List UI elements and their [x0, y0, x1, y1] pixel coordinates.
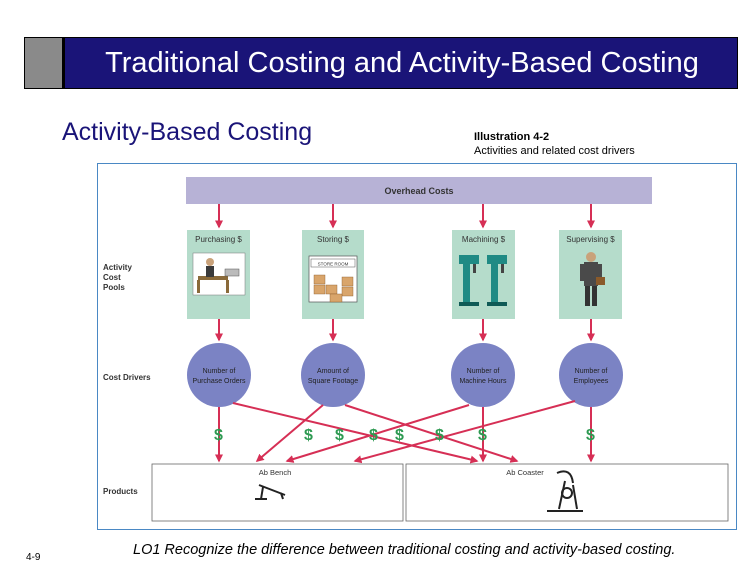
- pool-storing-label: Storing $: [317, 235, 350, 244]
- store-room-icon: STORE ROOM: [308, 255, 358, 303]
- row-label-products: Products: [103, 487, 138, 496]
- slide-subtitle: Activity-Based Costing: [62, 118, 313, 146]
- illustration-number: Illustration 4-2: [474, 131, 550, 143]
- driver-3-line-1: Number of: [467, 368, 500, 375]
- driver-2-line-1: Amount of: [317, 368, 349, 375]
- driver-machine-hours: Number of Machine Hours: [451, 343, 515, 407]
- pool-storing: Storing $ STORE ROOM: [302, 230, 364, 319]
- pool-purchasing-label: Purchasing $: [195, 235, 242, 244]
- dollar-sign: $: [335, 427, 344, 444]
- driver-square-footage: Amount of Square Footage: [301, 343, 365, 407]
- driver-2-line-2: Square Footage: [308, 378, 358, 385]
- row-label-cost-drivers: Cost Drivers: [103, 373, 151, 382]
- driver-4-line-2: Employees: [574, 378, 609, 385]
- supervisor-icon: [580, 252, 605, 306]
- product-ab-coaster-label: Ab Coaster: [506, 468, 544, 477]
- title-bar: Traditional Costing and Activity-Based C…: [24, 37, 738, 89]
- abc-diagram: Overhead Costs Activity Cost Pools Cost …: [97, 163, 737, 530]
- driver-purchase-orders: Number of Purchase Orders: [187, 343, 251, 407]
- dollar-sign: $: [395, 427, 404, 444]
- overhead-arrows: [215, 204, 595, 229]
- driver-1-line-2: Purchase Orders: [193, 378, 246, 385]
- driver-1-line-1: Number of: [203, 368, 236, 375]
- driver-3-line-2: Machine Hours: [459, 378, 507, 385]
- pool-supervising: Supervising $: [559, 230, 622, 319]
- driver-employees: Number of Employees: [559, 343, 623, 407]
- dollar-sign: $: [435, 427, 444, 444]
- row-label-activity: Activity: [103, 263, 132, 272]
- dollar-sign: $: [214, 427, 223, 444]
- overhead-costs-label: Overhead Costs: [384, 186, 453, 196]
- row-label-cost: Cost: [103, 273, 121, 282]
- purchasing-clerk-icon: [192, 252, 246, 296]
- driver-4-line-1: Number of: [575, 368, 608, 375]
- machine-icon: [459, 255, 507, 306]
- dollar-sign: $: [586, 427, 595, 444]
- page-number: 4-9: [26, 552, 41, 563]
- title-accent-block: [25, 38, 65, 88]
- product-ab-bench: Ab Bench: [151, 463, 404, 522]
- overhead-costs-bar: [186, 177, 652, 204]
- illustration-caption: Activities and related cost drivers: [474, 145, 635, 157]
- allocation-arrows: [215, 400, 595, 464]
- dollar-sign: $: [304, 427, 313, 444]
- ab-coaster-icon: [547, 470, 583, 512]
- product-ab-coaster: Ab Coaster: [405, 463, 729, 522]
- slide-title: Traditional Costing and Activity-Based C…: [105, 47, 699, 79]
- row-label-pools: Pools: [103, 283, 125, 292]
- dollar-sign: $: [478, 427, 487, 444]
- pool-purchasing: Purchasing $: [187, 230, 250, 319]
- ab-bench-icon: [255, 484, 286, 500]
- product-ab-bench-label: Ab Bench: [259, 468, 292, 477]
- store-room-sign: STORE ROOM: [318, 262, 349, 267]
- dollar-sign: $: [369, 427, 378, 444]
- dollar-signs: $ $ $ $ $ $ $ $: [214, 427, 595, 444]
- pool-driver-arrows: [215, 319, 595, 342]
- pool-machining-label: Machining $: [462, 235, 506, 244]
- pool-machining: Machining $: [452, 230, 515, 319]
- learning-objective: LO1 Recognize the difference between tra…: [133, 542, 676, 558]
- pool-supervising-label: Supervising $: [566, 235, 615, 244]
